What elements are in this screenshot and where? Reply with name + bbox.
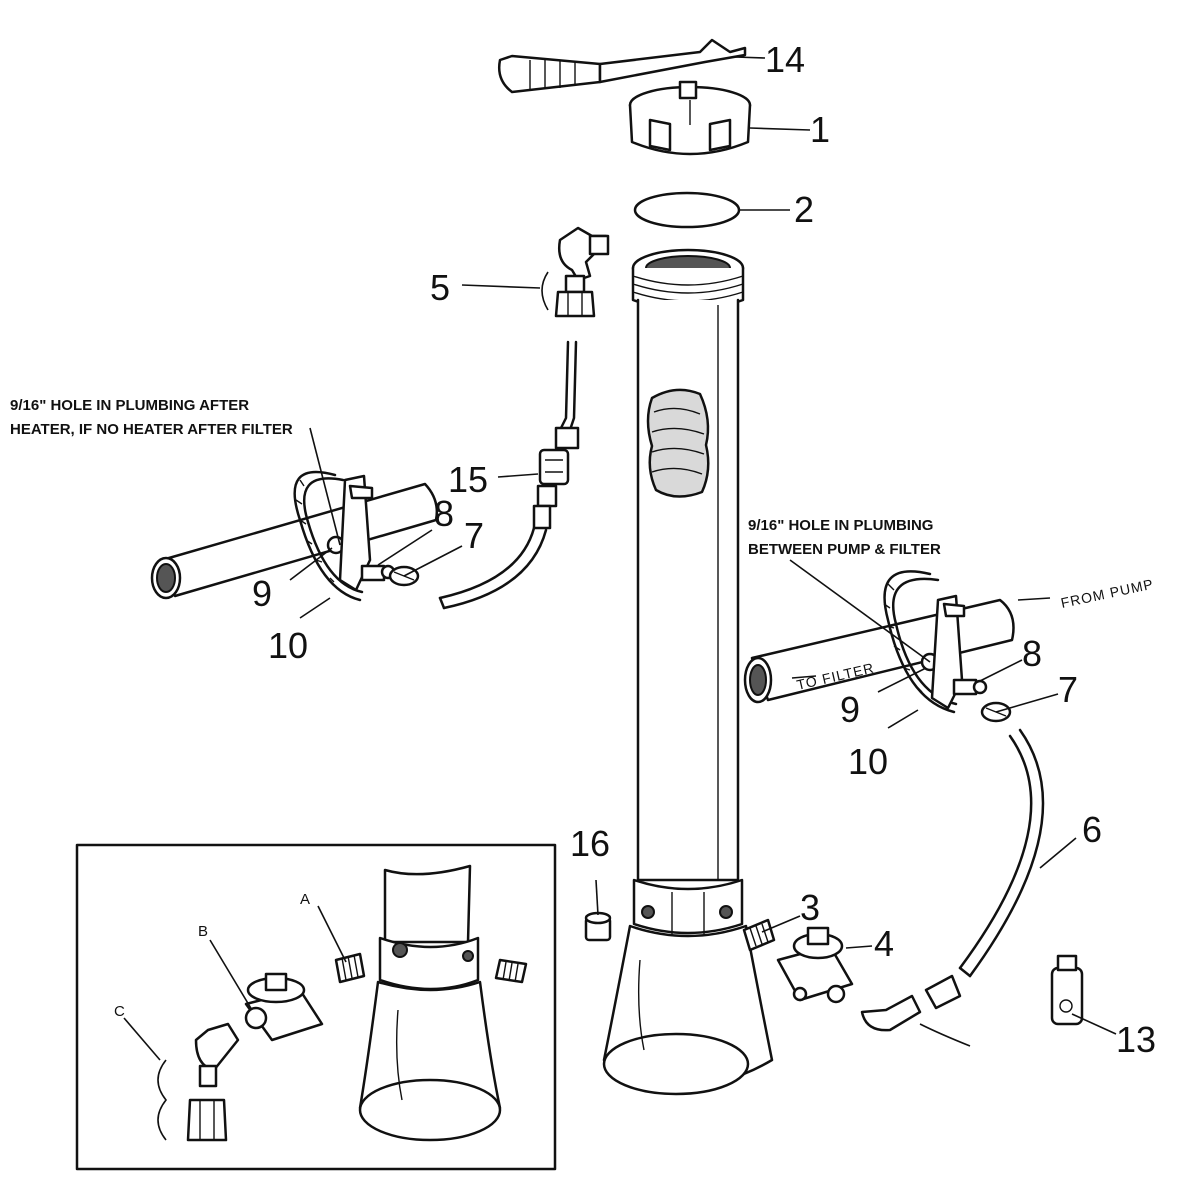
from-pump-label: FROM PUMP: [1059, 576, 1155, 611]
lock-ring-part-1: [628, 80, 752, 156]
callout-5: 5: [430, 267, 450, 308]
callout-13: 13: [1116, 1019, 1156, 1060]
callout-10-left: 10: [268, 625, 308, 666]
callout-7-left: 7: [464, 515, 484, 556]
elbow-fitting-part-5: [554, 226, 610, 318]
leader-lines: [123, 56, 1117, 1141]
inset-label-a: A: [300, 891, 310, 908]
inset-label-b: B: [198, 923, 208, 940]
callout-8-right: 8: [1022, 633, 1042, 674]
left-note-line-2: HEATER, IF NO HEATER AFTER FILTER: [10, 421, 293, 438]
right-saddle-clamp-part-8: [930, 594, 988, 710]
callout-7-right: 7: [1058, 669, 1078, 710]
callout-4: 4: [874, 923, 894, 964]
callout-6: 6: [1082, 809, 1102, 850]
callout-16: 16: [570, 823, 610, 864]
o-ring-part-2: [633, 191, 741, 229]
wrench-handle-part-14: [498, 38, 747, 94]
inset-detail-box: [75, 843, 557, 1171]
chemical-bottle-part-13: [1050, 954, 1084, 1026]
nipple-part-3: [742, 918, 776, 952]
callout-9-left: 9: [252, 573, 272, 614]
callout-2: 2: [794, 189, 814, 230]
tubing-part-6: [958, 728, 1045, 978]
callout-15: 15: [448, 459, 488, 500]
barb-elbow-fitting: [860, 974, 971, 1047]
left-note-line-1: 9/16" HOLE IN PLUMBING AFTER: [10, 397, 249, 414]
callout-9-right: 9: [840, 689, 860, 730]
check-valve-tube-part-15: [438, 340, 580, 610]
callout-10-right: 10: [848, 741, 888, 782]
plug-part-16: [584, 911, 612, 942]
right-note-line-1: 9/16" HOLE IN PLUMBING: [748, 517, 933, 534]
left-plumbing-pipe: [150, 482, 439, 600]
callout-1: 1: [810, 109, 830, 150]
valve-body-part-4: [776, 926, 854, 1004]
callout-14: 14: [765, 39, 805, 80]
callout-3: 3: [800, 887, 820, 928]
inset-label-c: C: [114, 1003, 125, 1020]
right-note-line-2: BETWEEN PUMP & FILTER: [748, 541, 941, 558]
callout-8-left: 8: [434, 493, 454, 534]
feeder-body-column: [602, 248, 774, 1096]
